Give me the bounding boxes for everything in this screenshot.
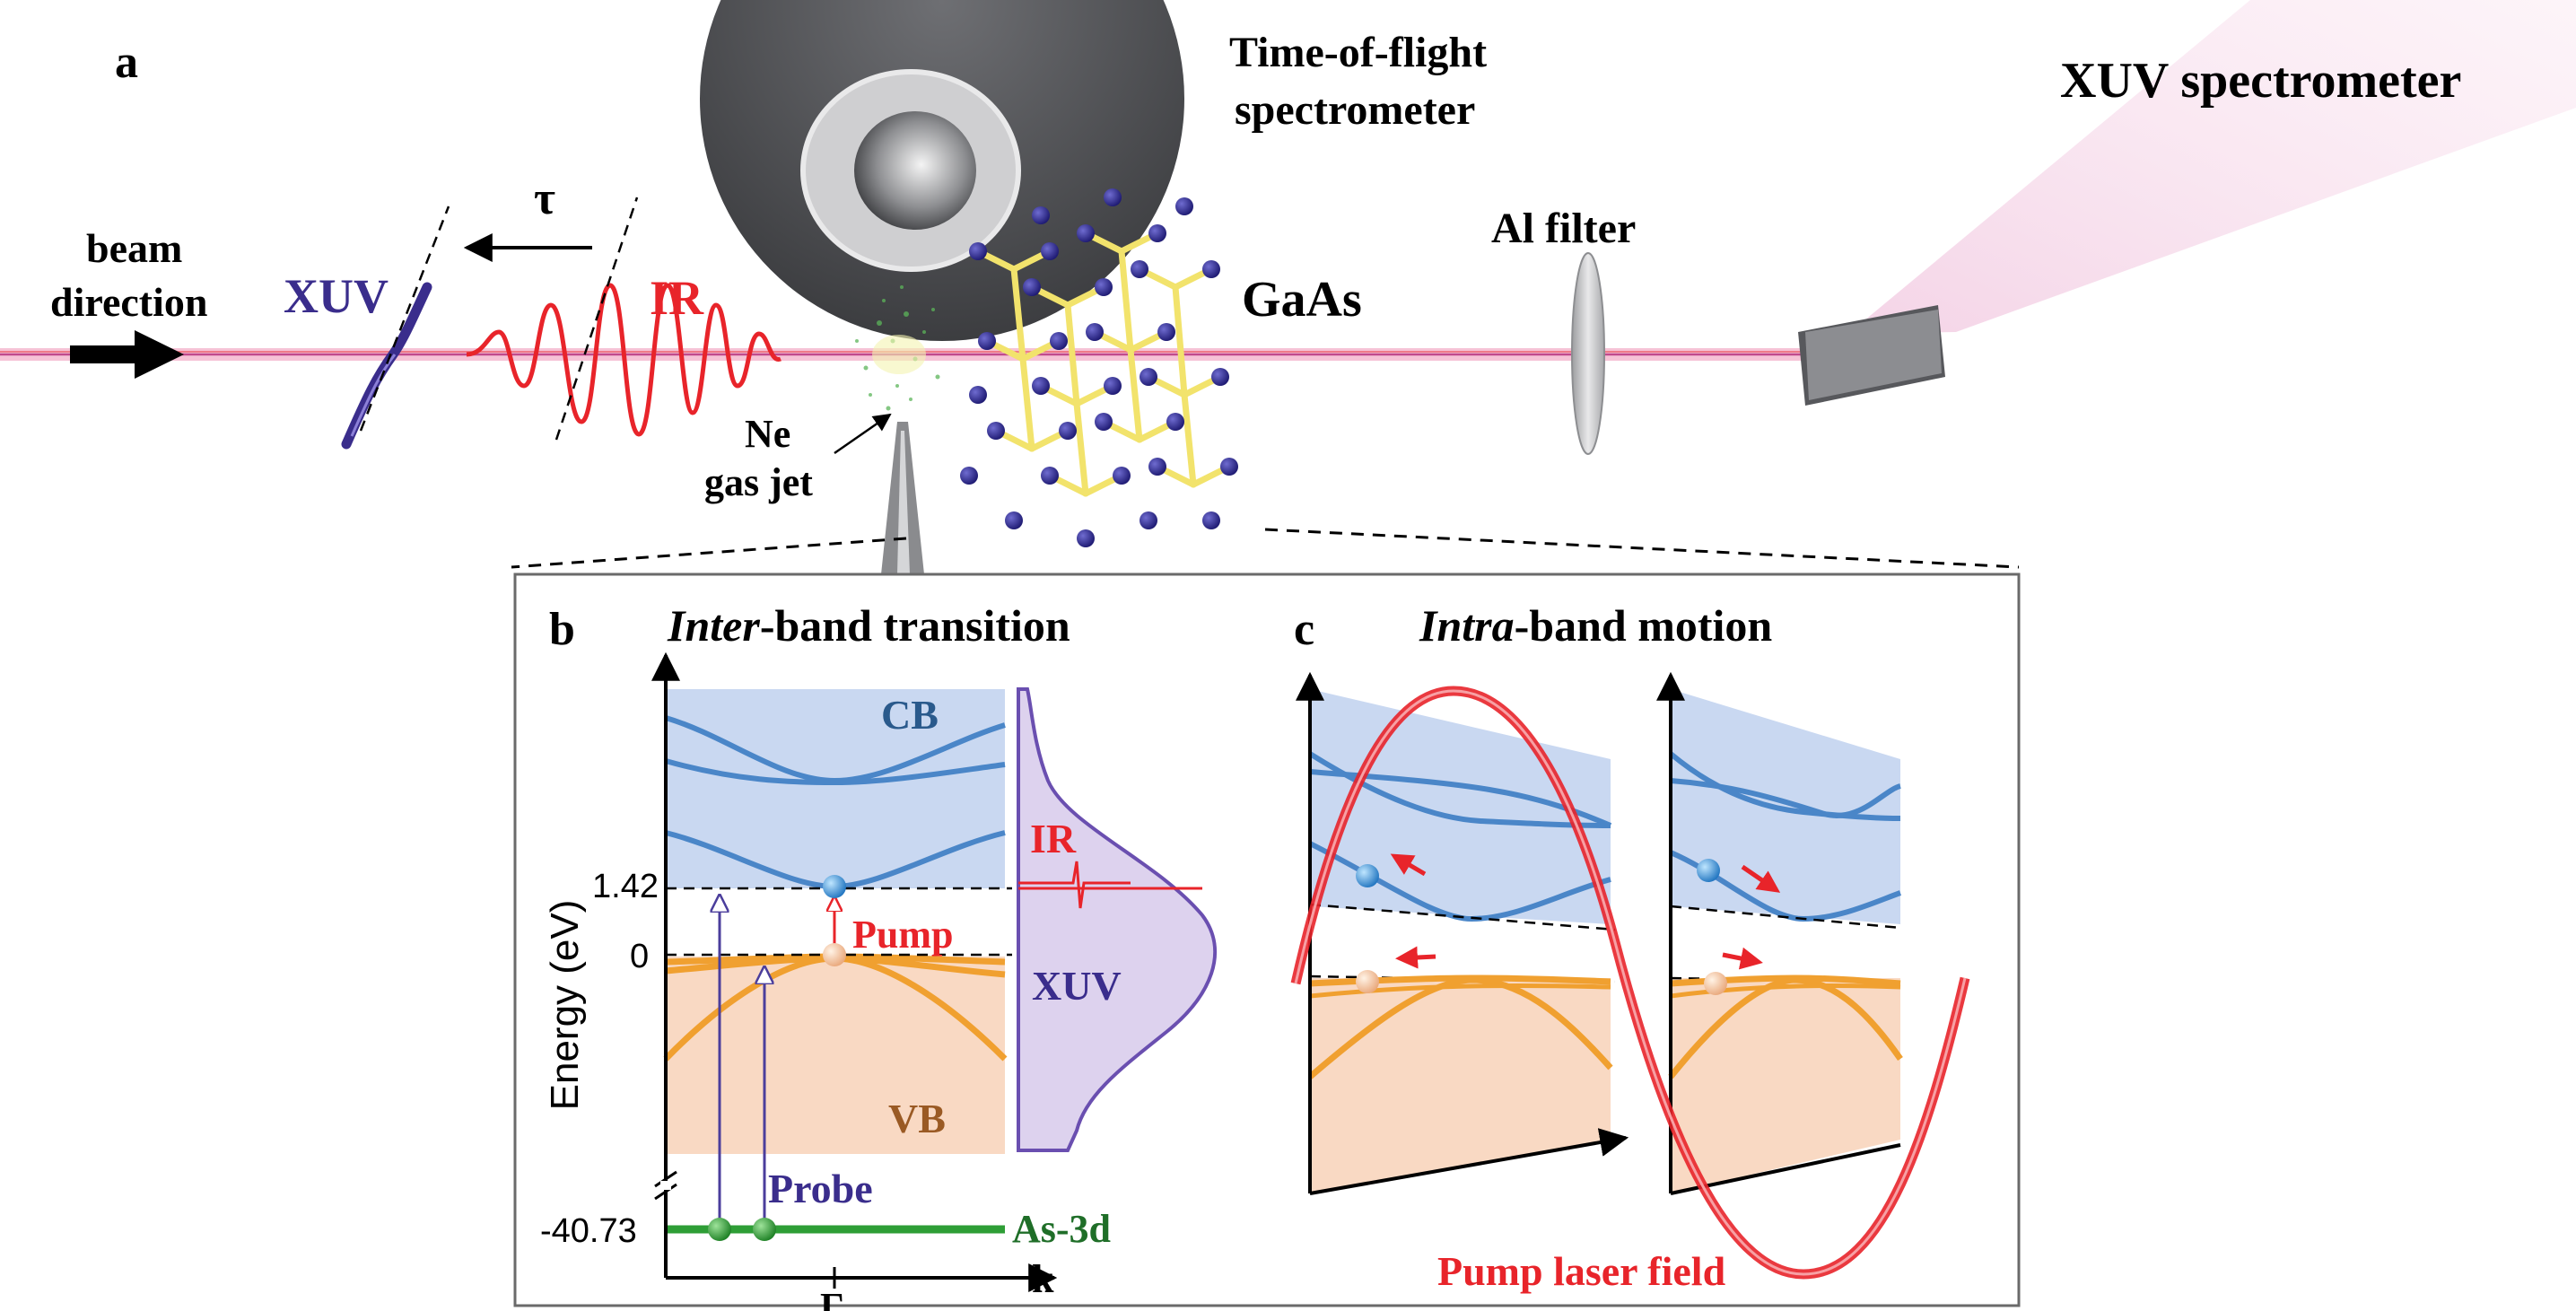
c-right-hole [1704, 972, 1727, 995]
tick-1-42: 1.42 [592, 868, 659, 905]
c-left-cb-band-2 [1308, 751, 1611, 828]
al-filter-label: Al filter [1491, 205, 1636, 252]
c-right-electron [1697, 859, 1720, 882]
xuv-detector-face [1805, 310, 1942, 400]
cb-band-3 [665, 715, 1006, 784]
panel-b-letter: b [549, 604, 575, 655]
ne-pointer-arrow [834, 413, 892, 455]
tof-label-line2: spectrometer [1235, 86, 1475, 134]
c-right-cb-region [1671, 689, 1900, 924]
panel-c-letter: c [1294, 604, 1314, 655]
pump-laser-field-highlight [1294, 689, 1967, 1276]
xuv-pulse [341, 282, 432, 450]
tof-spectrometer-aperture [854, 111, 976, 230]
panel-c: c Intra-band motion [1290, 600, 1970, 1294]
pump-laser-field-label: Pump laser field [1437, 1248, 1726, 1294]
c-right-gap-dash [1670, 905, 1901, 930]
xuv-pulse-label: XUV [284, 269, 389, 323]
zoom-line-right [1264, 528, 2020, 569]
tau-label: τ [534, 173, 555, 224]
c-left-vb-region [1310, 978, 1611, 1193]
gamma-label: Γ [820, 1287, 844, 1311]
c-right-vb-region [1671, 978, 1900, 1193]
c-right-cb-band-3 [1670, 778, 1901, 818]
y-axis-label: Energy (eV) [543, 900, 587, 1111]
beam-direction-line1: beam [86, 225, 182, 271]
c-left-electron [1356, 864, 1379, 887]
c-left-hole [1356, 970, 1379, 993]
delay-dash-left [359, 205, 450, 432]
c-right-cb-band-2 [1669, 751, 1901, 821]
c-left-electron-arrow [1390, 853, 1427, 877]
axis-break-1 [654, 1170, 677, 1188]
al-filter [1571, 252, 1605, 455]
axis-break-2 [654, 1183, 677, 1201]
hole [823, 943, 846, 966]
tick-0: 0 [630, 938, 649, 975]
c-left-hole-arrow [1395, 946, 1436, 969]
c-left-vb-band-2 [1307, 976, 1613, 1079]
excited-electron [823, 875, 846, 898]
delay-dash-right [554, 197, 639, 441]
gaas-label: GaAs [1242, 272, 1362, 328]
xuv-spectrum-label: XUV [1032, 963, 1122, 1009]
c-right-electron-arrow [1741, 864, 1781, 893]
tof-label-line1: Time-of-flight [1229, 29, 1487, 76]
panel-c-title: Intra-band motion [1419, 600, 1772, 651]
c-left-gap-dash [1309, 903, 1616, 931]
core-electron-2 [753, 1218, 776, 1241]
panel-b-title-rest: -band transition [760, 600, 1070, 651]
as3d-label: As-3d [1012, 1207, 1111, 1251]
zoom-line-left [511, 537, 907, 569]
inset-frame [513, 572, 2021, 1307]
tick-40-73: -40.73 [540, 1212, 637, 1250]
ir-spectrum-label: IR [1030, 816, 1077, 861]
c-right-k-axis [1670, 1143, 1901, 1195]
ne-label-line2: gas jet [704, 460, 813, 504]
pump-label: Pump [852, 913, 953, 957]
cb-label: CB [881, 692, 939, 738]
xuv-spectrometer-cone [1848, 0, 2576, 334]
c-right-vb-band-2 [1668, 976, 1903, 1079]
panel-a-letter: a [115, 37, 138, 88]
beam-direction-line2: direction [50, 279, 207, 325]
axis-break-gap [660, 1181, 671, 1190]
c-right-vb-band-3 [1670, 983, 1901, 999]
panel-c-title-italic: Intra [1419, 600, 1515, 651]
beam-direction-arrowhead [135, 330, 184, 379]
panel-b-title-italic: Inter [667, 600, 760, 651]
ir-spectrum-peak [1018, 861, 1131, 909]
vb-region [666, 957, 1005, 1154]
core-electron-1 [708, 1218, 731, 1241]
ne-gas-glow [872, 335, 926, 374]
xuv-spectrum [1017, 687, 1218, 1152]
panel-c-title-rest: -band motion [1515, 600, 1773, 651]
probe-label: Probe [768, 1166, 873, 1211]
panel-a: a XUV spectrometer beam direction XUV τ … [0, 0, 2576, 574]
c-right-hole-arrow [1722, 947, 1763, 970]
vb-label: VB [888, 1096, 946, 1141]
c-left-k-axis [1309, 1128, 1629, 1195]
c-left-vb-band-3 [1309, 983, 1611, 999]
ir-pulse [466, 283, 782, 437]
gaas-crystal [960, 188, 1238, 547]
xuv-spectrometer-label: XUV spectrometer [2060, 53, 2461, 109]
xuv-pulse-highlight [350, 354, 397, 437]
panel-b: b Inter-band transition As-3d Energy (eV… [540, 600, 1218, 1311]
ne-label-line1: Ne [745, 412, 790, 456]
cb-region [666, 689, 1005, 888]
k-label: k [1032, 1257, 1054, 1301]
panel-b-title: Inter-band transition [667, 600, 1070, 651]
